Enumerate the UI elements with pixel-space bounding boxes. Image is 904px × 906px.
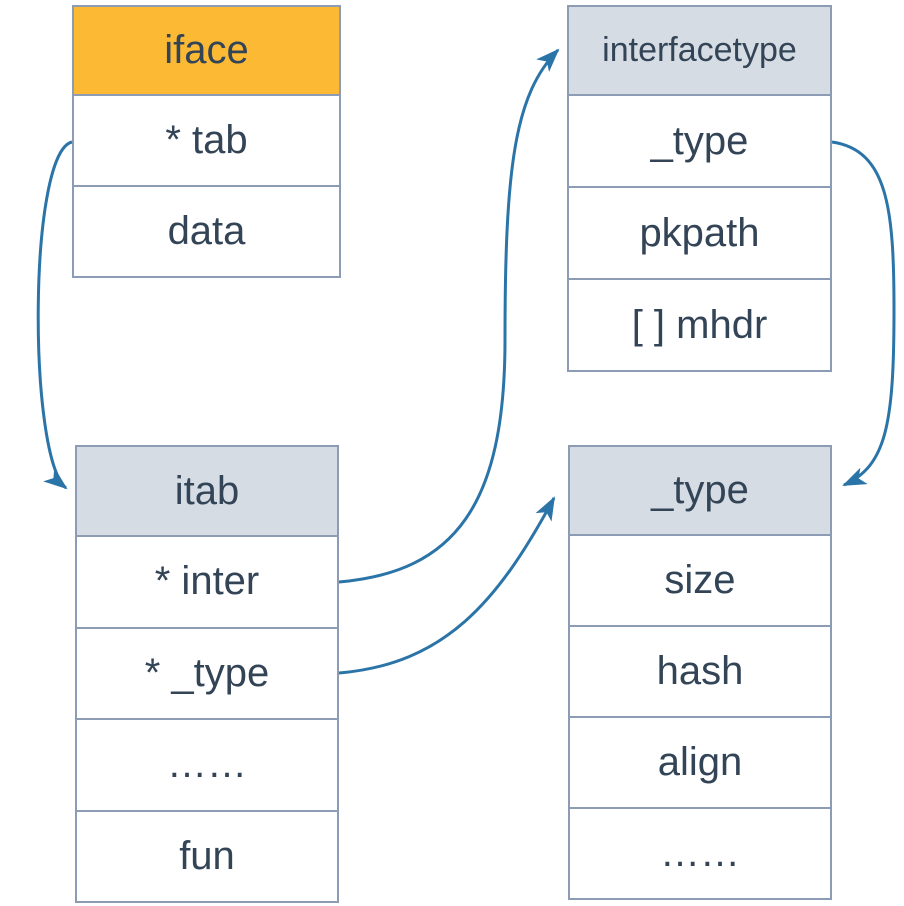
struct-box-iface: iface * tab data [72, 5, 341, 278]
arrow-itab-type-to-type [338, 496, 556, 675]
type-header: _type [570, 447, 830, 536]
iface-header: iface [74, 7, 339, 96]
iface-field-tab: * tab [74, 96, 339, 187]
type-field-align: align [570, 718, 830, 809]
struct-box-type: _type size hash align …… [568, 445, 832, 900]
arrow-interfacetype-type-to-type [831, 140, 896, 487]
interfacetype-field-pkpath: pkpath [569, 188, 830, 280]
type-field-size: size [570, 536, 830, 627]
arrow-iface-tab-to-itab [36, 140, 73, 490]
struct-box-interfacetype: interfacetype _type pkpath [ ] mhdr [567, 5, 832, 372]
type-field-ellipsis: …… [660, 831, 740, 875]
interfacetype-field-mhdr: [ ] mhdr [631, 302, 768, 347]
itab-field-inter: * inter [77, 537, 337, 629]
struct-box-itab: itab * inter * _type …… fun [75, 445, 339, 903]
itab-field-ellipsis: …… [77, 720, 337, 812]
arrow-itab-inter-to-interfacetype [338, 48, 560, 584]
itab-field-type: * _type [77, 629, 337, 720]
itab-field-fun: fun [179, 833, 235, 878]
interfacetype-header: interfacetype [569, 7, 830, 96]
iface-field-data: data [167, 209, 246, 253]
interfacetype-field-type: _type [569, 96, 830, 188]
itab-header: itab [77, 447, 337, 537]
type-field-hash: hash [570, 627, 830, 718]
